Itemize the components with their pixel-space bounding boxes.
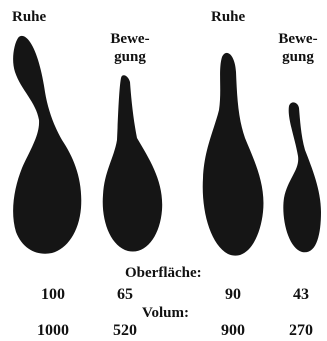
- label-ruhe-1: Ruhe: [12, 9, 46, 26]
- label-bewegung-1-line1: Bewe-: [104, 31, 156, 48]
- surface-value-1: 100: [30, 286, 76, 304]
- label-bewegung-1-line2: gung: [104, 49, 156, 66]
- label-bewegung-2-line1: Bewe-: [272, 31, 324, 48]
- volume-value-2: 520: [100, 322, 150, 340]
- cell-shape-bewegung-1: [103, 75, 162, 251]
- volume-value-4: 270: [276, 322, 326, 340]
- surface-value-3: 90: [210, 286, 256, 304]
- surface-value-2: 65: [102, 286, 148, 304]
- surface-value-4: 43: [278, 286, 324, 304]
- volume-value-3: 900: [208, 322, 258, 340]
- volume-value-1: 1000: [25, 322, 81, 340]
- cell-shape-ruhe-1: [13, 36, 81, 254]
- cell-shape-ruhe-2: [203, 53, 264, 256]
- volume-heading: Volum:: [142, 305, 189, 322]
- surface-heading: Oberfläche:: [125, 265, 202, 282]
- label-bewegung-2-line2: gung: [272, 49, 324, 66]
- cell-shape-bewegung-2: [283, 102, 321, 252]
- label-ruhe-2: Ruhe: [211, 9, 245, 26]
